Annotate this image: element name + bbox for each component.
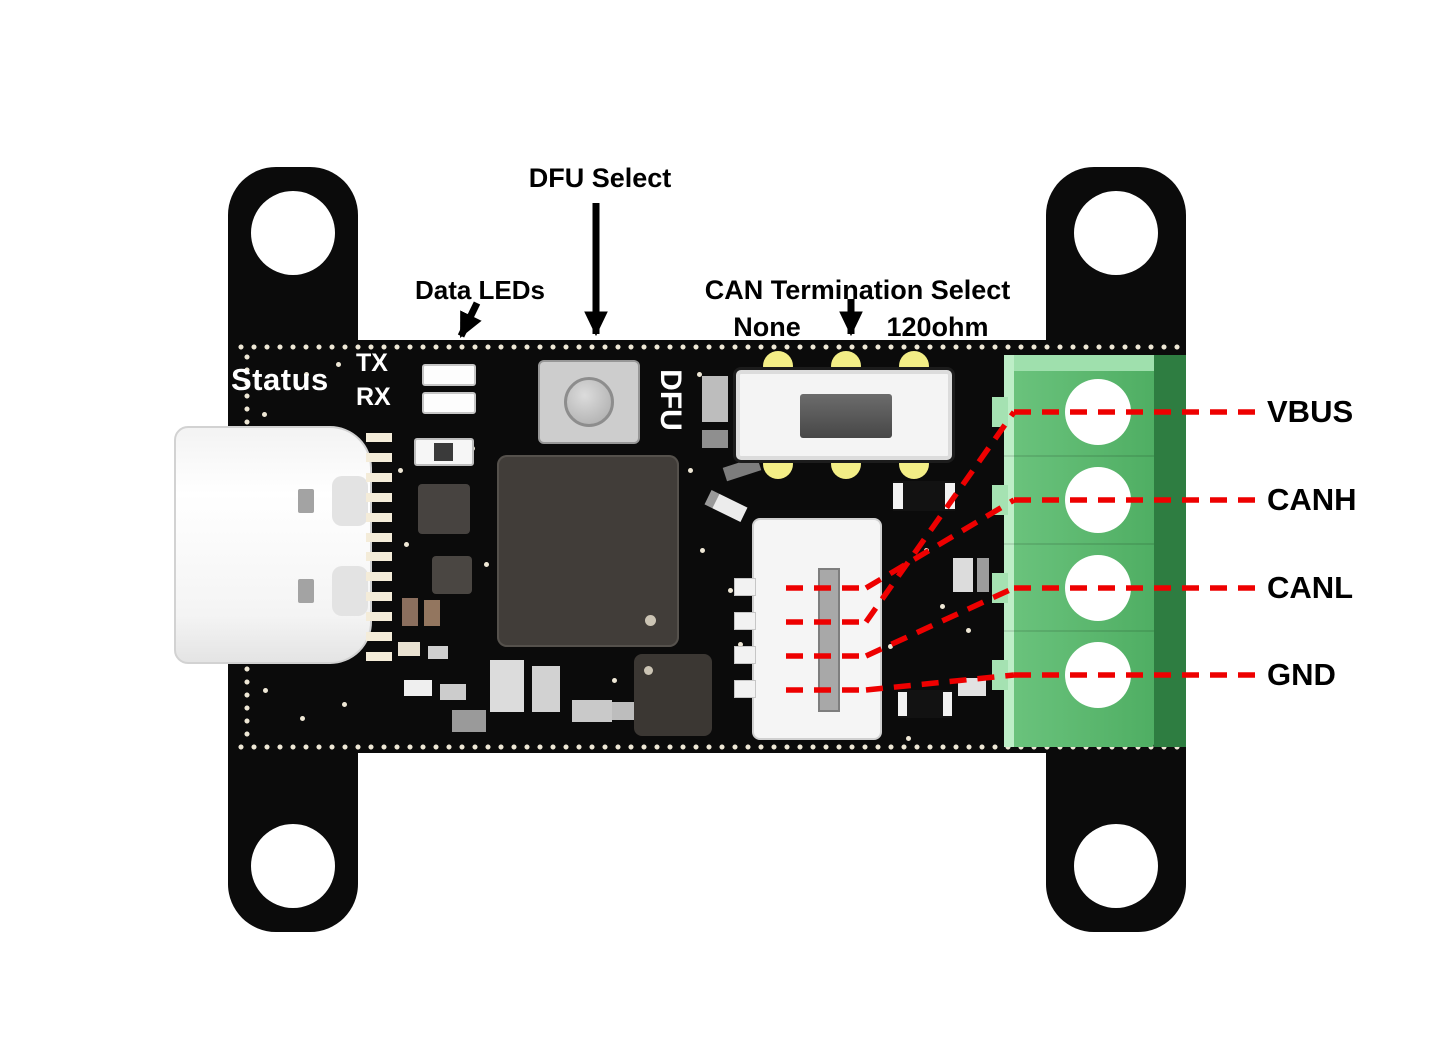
- connector-pin: [734, 646, 756, 664]
- smd-component: [958, 678, 986, 696]
- rx-label: RX: [356, 383, 391, 411]
- termination-switch: [733, 367, 955, 463]
- smd-component: [532, 666, 560, 712]
- smd-component: [402, 598, 418, 626]
- pin-label-gnd: GND: [1267, 657, 1336, 692]
- usb-pin: [366, 532, 392, 542]
- mcu-chip: [497, 455, 679, 647]
- usb-pin-comb: [366, 433, 392, 661]
- arrow-data-leds: [457, 301, 482, 338]
- silkscreen-dots-bottom: [238, 744, 1182, 750]
- switch-slider: [800, 394, 892, 438]
- tx-label: TX: [356, 349, 388, 377]
- silkscreen-dots-left-upper: [244, 354, 250, 426]
- resistor-end: [898, 692, 907, 716]
- chip-pin1-dot: [644, 666, 653, 675]
- terminal-hole-vbus: [1065, 379, 1131, 445]
- usb-tongue-lower: [332, 566, 368, 616]
- pin-label-canh: CANH: [1267, 482, 1357, 517]
- terminal-wire-tab: [992, 485, 1008, 515]
- smd-component: [424, 600, 440, 626]
- smd-component: [953, 558, 973, 592]
- secondary-chip: [634, 654, 712, 736]
- terminal-separator: [1004, 455, 1154, 457]
- resistor-end: [943, 692, 952, 716]
- smd-component: [977, 558, 989, 592]
- can-connector: [752, 518, 882, 740]
- terminal-hole-gnd: [1065, 642, 1131, 708]
- smd-component: [404, 680, 432, 696]
- terminal-wire-tab: [992, 660, 1008, 690]
- connector-slot: [818, 568, 840, 712]
- usb-pin: [366, 572, 392, 582]
- mounting-hole-bottom-left: [251, 824, 335, 908]
- connector-pin: [734, 578, 756, 596]
- terminal-top-face: [1004, 355, 1154, 371]
- usb-c-connector: [174, 426, 372, 664]
- connector-pin: [734, 612, 756, 630]
- smd-component: [572, 700, 612, 722]
- rx-led: [422, 392, 476, 414]
- usb-pin: [366, 512, 392, 522]
- terminal-separator: [1004, 630, 1154, 632]
- mcu-pin1-dot: [645, 615, 656, 626]
- tx-led: [422, 364, 476, 386]
- terminal-hole-canh: [1065, 467, 1131, 533]
- mounting-hole-bottom-right: [1074, 824, 1158, 908]
- usb-pin: [366, 433, 392, 442]
- usb-pin: [366, 552, 392, 562]
- usb-pin: [366, 452, 392, 462]
- silkscreen-dots-left-lower: [244, 666, 250, 742]
- terminal-separator: [1004, 543, 1154, 545]
- terminal-wire-tab: [992, 397, 1008, 427]
- usb-pin: [366, 472, 392, 482]
- dfu-label: DFU: [654, 369, 687, 431]
- smd-component: [490, 660, 524, 712]
- annotation-data-leds: Data LEDs: [414, 275, 546, 305]
- dfu-button-cap: [564, 377, 614, 427]
- usb-pin: [366, 651, 392, 661]
- smd-component: [612, 702, 640, 720]
- smd-resistor: [893, 481, 955, 511]
- smd-component: [428, 646, 448, 659]
- usb-pin: [366, 592, 392, 602]
- via-dots: [0, 0, 5, 5]
- smd-component: [440, 684, 466, 700]
- led-die: [434, 443, 453, 461]
- smd-component: [418, 484, 470, 534]
- dfu-button: [538, 360, 640, 444]
- smd-component: [398, 642, 420, 656]
- mounting-hole-top-left: [251, 191, 335, 275]
- terminal-side-face: [1154, 355, 1186, 747]
- annotation-can-termination: CAN Termination Select: [704, 275, 1011, 305]
- smd-resistor: [898, 690, 952, 718]
- resistor-end: [893, 483, 903, 509]
- pin-label-vbus: VBUS: [1267, 394, 1354, 429]
- status-label: Status: [231, 362, 329, 397]
- usb-tongue-upper: [332, 476, 368, 526]
- resistor-end: [945, 483, 955, 509]
- terminal-wire-tab: [992, 573, 1008, 603]
- usb-contact-upper: [298, 489, 314, 513]
- annotation-termination-none: None: [733, 312, 801, 342]
- usb-pin: [366, 632, 392, 642]
- smd-component: [702, 376, 728, 422]
- status-led-component: [414, 438, 474, 466]
- mounting-hole-top-right: [1074, 191, 1158, 275]
- smd-component: [452, 710, 486, 732]
- annotation-dfu-select: DFU Select: [528, 163, 672, 193]
- usb-pin: [366, 492, 392, 502]
- usb-pin: [366, 612, 392, 622]
- annotation-termination-120ohm: 120ohm: [886, 312, 989, 342]
- silkscreen-dots-top: [238, 344, 1182, 350]
- connector-pin: [734, 680, 756, 698]
- smd-component: [702, 430, 728, 448]
- pin-label-canl: CANL: [1267, 570, 1354, 605]
- terminal-hole-canl: [1065, 555, 1131, 621]
- smd-component: [432, 556, 472, 594]
- usb-contact-lower: [298, 579, 314, 603]
